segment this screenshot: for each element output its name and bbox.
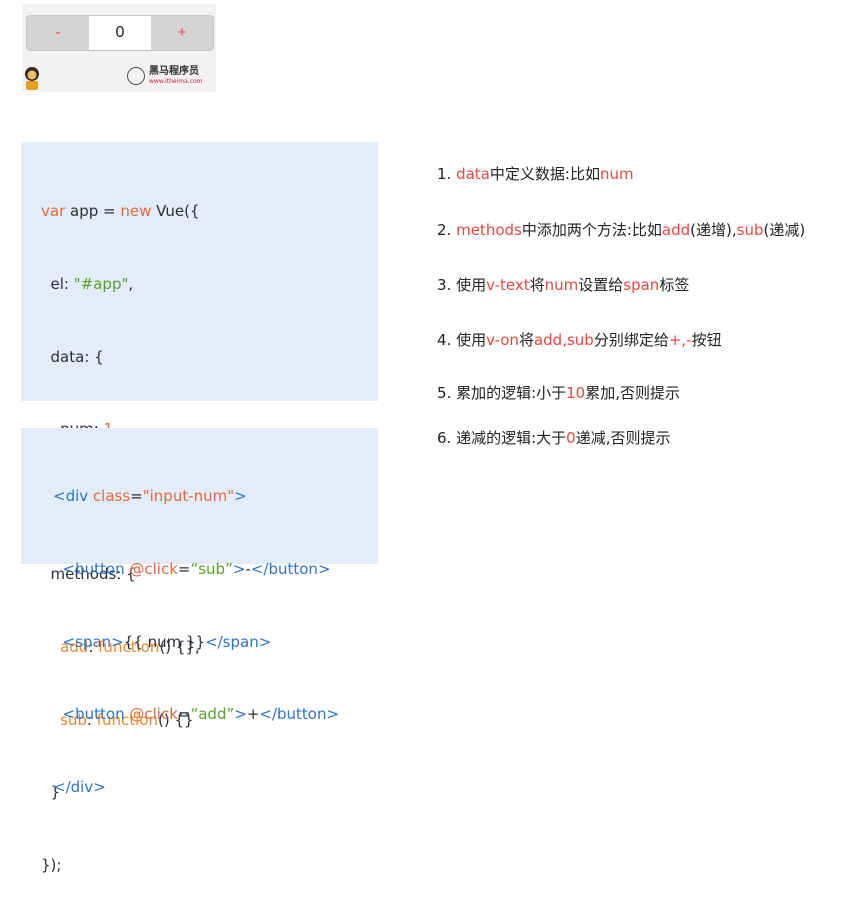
code-line: methods: { bbox=[41, 565, 136, 584]
step-3: 3. 使用v-text将num设置给span标签 bbox=[437, 276, 690, 294]
code-line: <span>{{ num }}</span> bbox=[53, 632, 272, 651]
step-4: 4. 使用v-on将add,sub分别绑定给+,-按钮 bbox=[437, 331, 722, 349]
vue-code-block: var app = new Vue({ el: "#app", data: { … bbox=[21, 142, 378, 874]
logo-icon bbox=[127, 67, 145, 85]
code-line: <div class="input-num"> bbox=[53, 487, 247, 506]
increment-button[interactable]: + bbox=[151, 16, 213, 50]
code-line: <button @click=“sub”>-</button> bbox=[53, 560, 331, 578]
step-2: 2. methods中添加两个方法:比如add(递增),sub(递减) bbox=[437, 221, 806, 239]
step-6: 6. 递减的逻辑:大于0递减,否则提示 bbox=[437, 429, 671, 447]
code-line: <button @click=“add”>+</button> bbox=[53, 705, 340, 724]
code-line: el: "#app", bbox=[41, 275, 134, 293]
quantity-stepper: - 0 + bbox=[26, 15, 214, 51]
code-line: }); bbox=[41, 855, 62, 874]
code-line: data: { bbox=[41, 347, 104, 366]
logo: 黑马程序员 www.itheima.com bbox=[127, 66, 203, 86]
step-1: 1. data中定义数据:比如num bbox=[437, 165, 634, 183]
code-line: var app = new Vue({ bbox=[41, 202, 200, 221]
logo-text: 黑马程序员 bbox=[149, 66, 199, 77]
code-line: </div> bbox=[53, 777, 106, 796]
html-code-block: <div class="input-num"> <button @click=“… bbox=[21, 428, 378, 796]
mascot-icon bbox=[25, 67, 39, 90]
demo-preview: - 0 + 黑马程序员 www.itheima.com bbox=[22, 4, 216, 92]
logo-url: www.itheima.com bbox=[149, 78, 203, 85]
decrement-button[interactable]: - bbox=[27, 16, 89, 50]
step-5: 5. 累加的逻辑:小于10累加,否则提示 bbox=[437, 384, 681, 402]
stepper-value: 0 bbox=[89, 16, 151, 50]
